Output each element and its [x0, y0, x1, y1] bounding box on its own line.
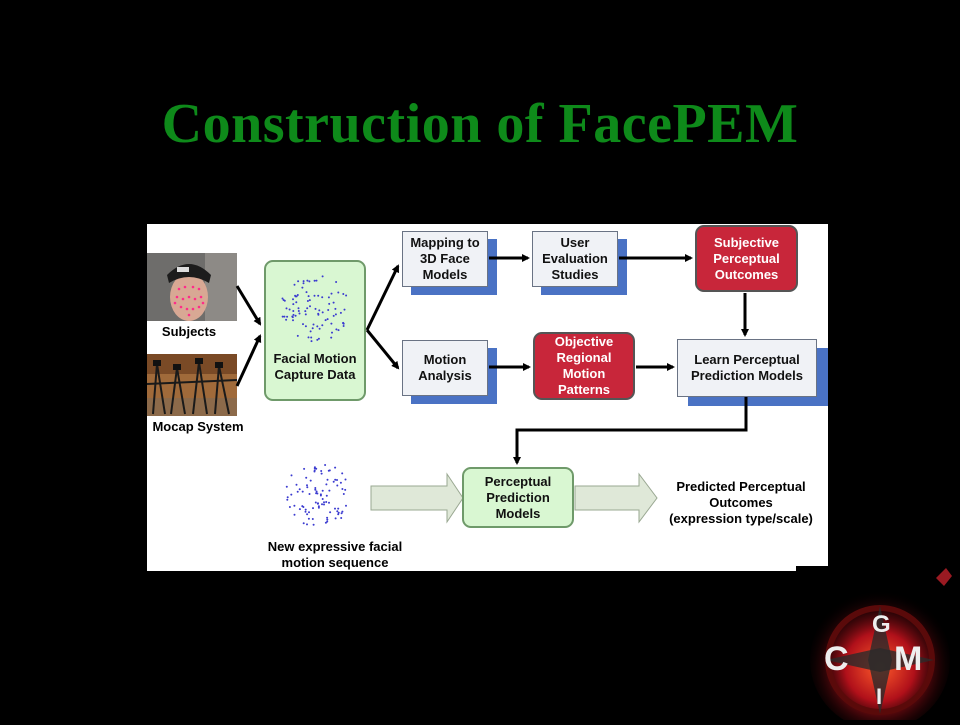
arrow-capture-mapping — [365, 264, 400, 331]
arrow-learn-perceptual — [513, 397, 748, 465]
flow-arrows — [235, 254, 749, 465]
flow-arrows-bottom — [370, 472, 658, 524]
objective-line-1: Objective — [554, 334, 614, 349]
mapping-line-2: 3D Face — [420, 251, 470, 266]
mocap-label: Mocap System — [152, 419, 244, 434]
mapping-node: Mapping to 3D Face Models — [402, 231, 488, 287]
motion-analysis-node: Motion Analysis — [402, 340, 488, 396]
mapping-line-3: Models — [422, 267, 468, 282]
objective-line-3: Motion — [562, 366, 606, 381]
motion-analysis-line-1: Motion — [423, 352, 467, 367]
new-sequence-line-2: motion sequence — [281, 555, 389, 570]
perceptual-line-2: Prediction — [486, 489, 550, 505]
predicted-line-1: Predicted Perceptual — [676, 479, 806, 494]
capture-line-2: Capture Data — [274, 367, 356, 382]
objective-patterns-node: Objective Regional Motion Patterns — [533, 332, 635, 400]
new-sequence-line-1: New expressive facial — [267, 539, 403, 554]
gcmi-logo: G C M I — [796, 566, 960, 725]
subjective-outcomes-node: Subjective Perceptual Outcomes — [695, 225, 798, 292]
user-eval-line-1: User — [560, 235, 590, 250]
user-eval-line-2: Evaluation — [542, 251, 608, 266]
mocap-photo — [147, 354, 237, 416]
learn-line-2: Prediction Models — [691, 368, 803, 383]
objective-line-2: Regional — [556, 350, 612, 365]
logo-letter-i: I — [876, 684, 882, 709]
perceptual-line-3: Models — [495, 505, 541, 521]
learn-models-node: Learn Perceptual Prediction Models — [677, 339, 817, 397]
subjects-label: Subjects — [161, 324, 217, 339]
perceptual-line-1: Perceptual — [484, 473, 552, 489]
predicted-line-3: (expression type/scale) — [669, 511, 813, 526]
arrow-subjects-capture — [235, 285, 262, 326]
capture-line-1: Facial Motion — [273, 351, 357, 366]
subjective-line-2: Perceptual — [713, 250, 780, 266]
predicted-outcomes-label: Predicted Perceptual Outcomes (expressio… — [659, 479, 823, 527]
learn-line-1: Learn Perceptual — [694, 352, 800, 367]
subjective-line-1: Subjective — [713, 234, 779, 250]
subject-photo — [147, 253, 237, 321]
arrow-capture-motion — [365, 329, 400, 370]
user-eval-line-3: Studies — [551, 267, 599, 282]
mapping-line-1: Mapping to — [410, 235, 480, 250]
user-eval-node: User Evaluation Studies — [532, 231, 618, 287]
logo-letter-m: M — [894, 640, 922, 678]
capture-data-node: Facial Motion Capture Data — [264, 260, 366, 401]
subjective-line-3: Outcomes — [714, 266, 779, 282]
logo-letter-g: G — [872, 611, 891, 638]
logo-letter-c: C — [824, 640, 849, 678]
new-sequence-label: New expressive facial motion sequence — [260, 539, 410, 571]
objective-line-4: Patterns — [557, 382, 611, 397]
slide-title: Construction of FacePEM — [161, 93, 799, 155]
predicted-line-2: Outcomes — [709, 495, 773, 510]
arrow-mocap-capture — [235, 334, 262, 387]
diagram-panel: Subjects Mocap System Facial Motion Capt… — [147, 224, 828, 571]
motion-analysis-line-2: Analysis — [418, 368, 472, 383]
perceptual-models-node: Perceptual Prediction Models — [462, 467, 574, 528]
